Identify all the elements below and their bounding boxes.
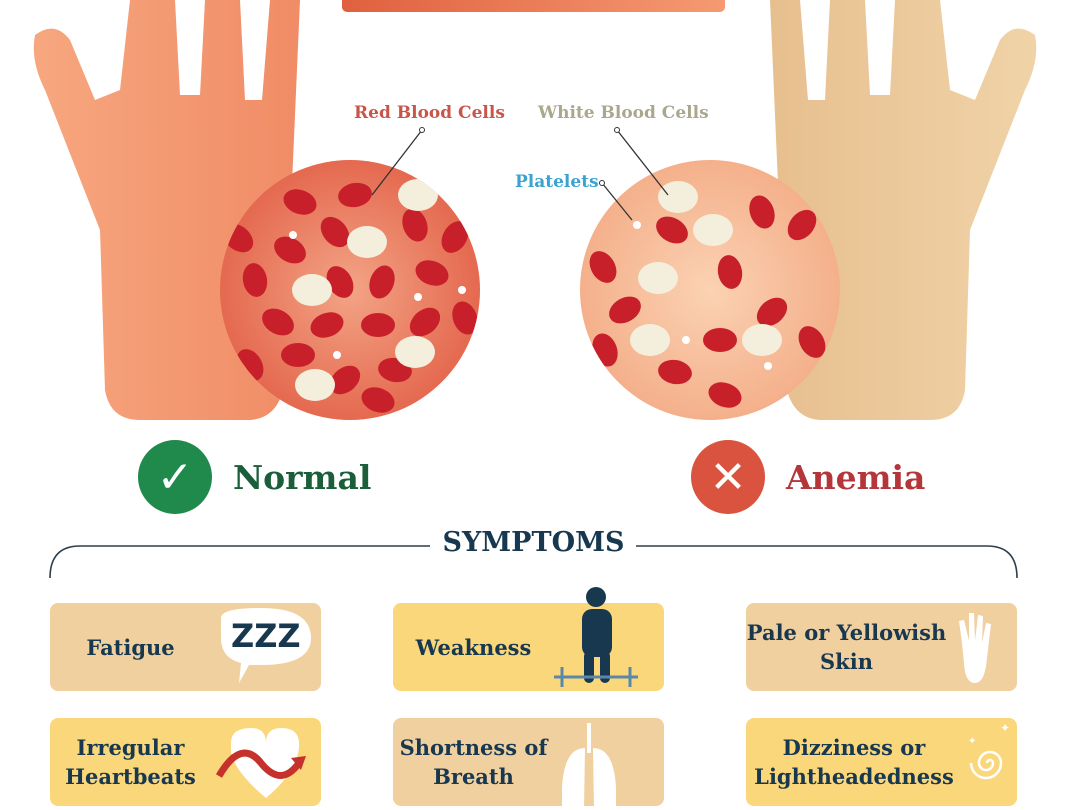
red-blood-cell — [658, 359, 692, 385]
white-blood-cell — [347, 226, 387, 258]
close-icon: ✕ — [691, 440, 765, 514]
platelet — [682, 336, 690, 344]
red-blood-cell — [262, 308, 294, 336]
white-blood-cell — [742, 324, 782, 356]
red-blood-cell — [708, 382, 742, 408]
red-blood-cell — [409, 307, 441, 337]
red-blood-cell — [756, 297, 788, 327]
symptom-card-shortness-of-breath: Shortness of Breath — [393, 718, 664, 808]
red-blood-cell — [242, 263, 268, 297]
white-blood-cell — [292, 274, 332, 306]
red-blood-cell — [361, 313, 395, 337]
white-blood-cell — [630, 324, 670, 356]
red-blood-cell — [749, 195, 775, 229]
red-blood-cell — [283, 189, 317, 215]
red-blood-cell — [320, 216, 350, 248]
red-blood-cell — [369, 265, 395, 299]
symptoms-bracket — [49, 545, 1018, 579]
white-blood-cells-label: White Blood Cells — [538, 103, 709, 123]
svg-text:✦: ✦ — [968, 736, 976, 747]
platelet — [414, 293, 422, 301]
weightlifter-icon — [554, 587, 664, 691]
red-blood-cell — [326, 266, 354, 298]
white-blood-cell — [658, 181, 698, 213]
svg-text:✦: ✦ — [1000, 721, 1010, 735]
red-blood-cell — [452, 301, 478, 335]
red-blood-cell — [441, 221, 469, 253]
red-blood-cell — [338, 182, 372, 208]
platelet — [458, 286, 466, 294]
heartbeat-icon — [211, 718, 321, 806]
red-blood-cell — [329, 365, 361, 395]
red-blood-cell — [656, 216, 688, 244]
spiral-icon: ✦✦ — [962, 718, 1017, 806]
anemia-blood-sample — [580, 160, 840, 420]
lungs-icon — [554, 718, 664, 808]
symptom-label: Shortness of Breath — [399, 735, 548, 789]
platelet — [764, 362, 772, 370]
platelets-label: Platelets — [515, 172, 599, 192]
platelet — [633, 221, 641, 229]
red-blood-cell — [402, 208, 428, 242]
title-banner — [342, 0, 725, 12]
red-blood-cell — [589, 251, 617, 283]
symptom-card-dizziness: Dizziness or Lightheadedness ✦✦ — [746, 718, 1017, 806]
white-blood-cell — [295, 369, 335, 401]
white-blood-cell — [395, 336, 435, 368]
symptom-card-weakness: Weakness — [393, 587, 664, 691]
red-blood-cell — [415, 260, 449, 286]
symptoms-title: SYMPTOMS — [442, 527, 625, 558]
red-blood-cell — [274, 236, 306, 264]
symptom-card-irregular-heartbeats: Irregular Heartbeats — [50, 718, 321, 806]
white-blood-cell — [638, 262, 678, 294]
white-blood-cell — [693, 214, 733, 246]
red-blood-cell — [310, 312, 344, 338]
red-blood-cell — [361, 387, 395, 413]
symptom-label: Fatigue — [86, 634, 175, 660]
red-blood-cell — [798, 326, 826, 358]
red-blood-cell — [703, 328, 737, 352]
symptom-label: Pale or Yellowish Skin — [746, 620, 947, 674]
anemia-label: Anemia — [786, 458, 926, 497]
check-icon: ✓ — [138, 440, 212, 514]
platelet — [333, 351, 341, 359]
red-blood-cell — [717, 255, 743, 289]
red-blood-cell — [281, 343, 315, 367]
symptom-label: Weakness — [415, 634, 532, 660]
symptom-card-fatigue: Fatigue ZZZ — [50, 603, 321, 691]
symptom-label: Irregular Heartbeats — [65, 735, 196, 789]
sleep-zzz-icon: ZZZ — [211, 603, 321, 691]
hand-icon — [947, 603, 1017, 691]
symptom-label: Dizziness or Lightheadedness — [754, 735, 954, 789]
red-blood-cells-label: Red Blood Cells — [354, 103, 505, 123]
platelet — [289, 231, 297, 239]
red-blood-cell — [787, 209, 817, 241]
red-blood-cell — [609, 296, 641, 324]
symptom-card-pale-skin: Pale or Yellowish Skin — [746, 603, 1017, 691]
white-blood-cell — [398, 179, 438, 211]
normal-label: Normal — [233, 458, 372, 497]
